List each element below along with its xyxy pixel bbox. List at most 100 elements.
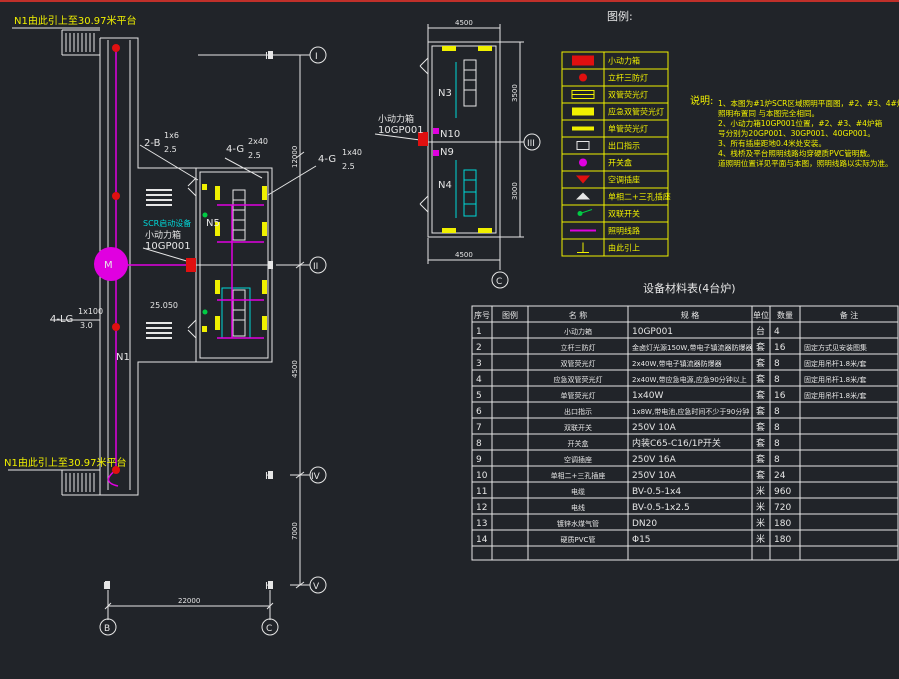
legend-item-label: 开关盒 [608, 158, 632, 168]
table-header-cell: 图例 [502, 310, 518, 320]
axis-circle-1 [309, 46, 327, 64]
table-cell: 套 [756, 405, 765, 417]
notes-line: 照明布置同 与本图完全相同。 [718, 108, 819, 118]
table-cell: 3 [476, 359, 482, 369]
power-box-10gp001 [186, 258, 196, 272]
axis-label-4: IV [311, 472, 321, 482]
n3-label: N3 [438, 88, 452, 99]
table-cell: 固定方式见安装图集 [804, 343, 867, 352]
legend-item-label: 出口指示 [608, 141, 640, 151]
axis-circle-b [99, 618, 117, 636]
axis-circle-c [261, 618, 279, 636]
detail-dim-r2: 3000 [511, 182, 519, 200]
table-header-cell: 单位 [753, 310, 769, 320]
table-cell: DN20 [632, 519, 657, 529]
axis-circle-2 [309, 256, 327, 274]
axis-lines [104, 54, 310, 620]
table-cell: 4 [774, 327, 780, 337]
table-cell: 8 [476, 439, 482, 449]
table-cell: 10GP001 [632, 327, 673, 337]
table-cell: 4 [476, 375, 482, 385]
table-cell: 1 [476, 327, 482, 337]
notes-line: 2、小动力箱10GP001位置，#2、#3、#4炉箱 [718, 118, 883, 128]
cable-label-4-sub: 3.0 [80, 321, 93, 330]
table-cell: 套 [756, 357, 765, 369]
table-cell: 硬质PVC管 [561, 535, 596, 544]
legend-title: 图例: [607, 9, 633, 23]
cable-label-1-main: 2-B [144, 138, 161, 149]
table-cell: 8 [774, 455, 780, 465]
table-cell: 金卤灯光源150W,带电子镇流器防爆器 [632, 343, 753, 352]
table-cell: 250V 10A [632, 423, 677, 433]
scr-equipment-top [232, 189, 246, 241]
legend-symbol-4 [572, 107, 594, 116]
table-cell: 250V 10A [632, 471, 677, 481]
cable-label-2-sup: 2x40 [248, 137, 268, 146]
table-cell: BV-0.5-1x2.5 [632, 503, 690, 513]
table-title: 设备材料表(4台炉) [643, 281, 736, 295]
legend-item-label: 立杆三防灯 [608, 73, 648, 83]
legend-symbol-10 [577, 209, 593, 216]
axis-label-detail-c: C [496, 277, 502, 287]
axis-label-c: C [266, 624, 272, 634]
notes-line: 3、所有插座距地0.4米处安装。 [718, 138, 826, 148]
cable-label-2-sub: 2.5 [248, 151, 261, 160]
table-cell: 套 [756, 389, 765, 401]
fluorescent-lamps [215, 186, 267, 330]
legend-symbol-9 [576, 192, 590, 200]
table-cell: 1x8W,带电池,应急时间不少于90分钟 [632, 407, 749, 416]
table-cell: 套 [756, 341, 765, 353]
table-cell: 米 [756, 517, 765, 529]
n9-label: N9 [440, 147, 454, 158]
n5-label: N5 [206, 218, 220, 229]
table-cell: 14 [476, 535, 488, 545]
table-header-cell: 数量 [777, 310, 793, 320]
table-cell: 720 [774, 503, 791, 513]
table-cell: 180 [774, 519, 791, 529]
table-cell: 8 [774, 439, 780, 449]
axis-circle-4 [309, 466, 327, 484]
table-cell: 台 [756, 325, 765, 337]
table-cell: 1x40W [632, 391, 664, 401]
table-cell: 8 [774, 423, 780, 433]
table-cell: 13 [476, 519, 487, 529]
table-cell: 固定用吊杆1.8米/套 [804, 391, 867, 400]
table-cell: 开关盒 [568, 439, 589, 448]
table-cell: 5 [476, 391, 482, 401]
detail-box-label-2: 10GP001 [378, 125, 424, 136]
legend-item-label: 空调插座 [608, 175, 640, 185]
table-cell: 米 [756, 485, 765, 497]
legend-symbol-1 [572, 55, 594, 66]
detail-power-box [418, 132, 428, 146]
legend-item-label: 照明线路 [608, 226, 640, 236]
table-cell: 固定用吊杆1.8米/套 [804, 359, 867, 368]
table-cell: 内装C65-C16/1P开关 [632, 437, 721, 449]
table-cell: 电线 [571, 503, 585, 512]
detail-dim-r1: 3500 [511, 84, 519, 102]
legend-symbol-7 [579, 158, 587, 167]
notes-line: 号分别为20GP001、30GP001、40GP001。 [718, 128, 875, 138]
level-label: 25.050 [150, 301, 178, 310]
notes-line: 道照明位置详见平面与本图，照明线路以实际为准。 [718, 158, 893, 168]
table-frame [471, 305, 899, 561]
cable-label-1-sub: 2.5 [164, 145, 177, 154]
legend-item-label: 双管荧光灯 [608, 90, 648, 100]
table-cell: 单管荧光灯 [561, 391, 596, 400]
h-mark-1: H [265, 51, 273, 62]
table-cell: 7 [476, 423, 482, 433]
table-cell: 8 [774, 359, 780, 369]
axis-circle-5 [309, 576, 327, 594]
notes: 说明: 1、本图为#1炉SCR区域照明平面图，#2、#3、4#炉 照明布置同 与… [690, 94, 899, 168]
legend-symbol-5 [572, 126, 594, 131]
legend-item-label: 双联开关 [608, 209, 640, 219]
table-cell: 16 [774, 391, 786, 401]
plan-box-label-2: 10GP001 [145, 241, 191, 252]
axis-label-3: III [527, 139, 535, 149]
table-cell: 空调插座 [564, 455, 592, 464]
motor-label: M [104, 260, 113, 271]
legend-item-label: 单管荧光灯 [608, 124, 648, 134]
table-cell: BV-0.5-1x4 [632, 487, 681, 497]
table-cell: 小动力箱 [564, 327, 592, 336]
scr-label: SCR启动设备 [143, 218, 191, 228]
